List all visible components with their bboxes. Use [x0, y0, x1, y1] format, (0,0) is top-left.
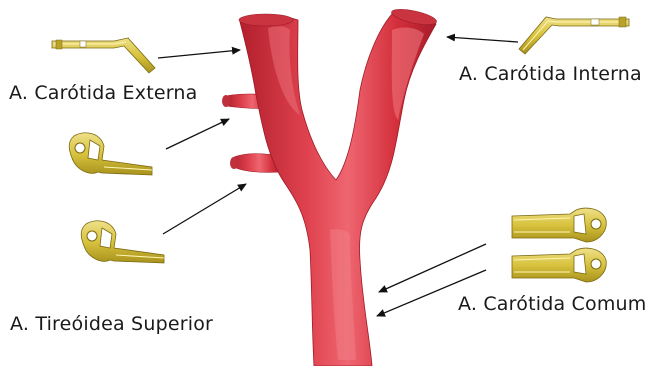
arrow-external — [158, 50, 240, 58]
ring-clip-icon — [512, 248, 606, 282]
arrow-thyroid-lower — [163, 184, 246, 234]
arrow-common-upper — [379, 244, 486, 292]
label-external-carotid: A. Carótida Externa — [9, 82, 198, 104]
carotid-artery — [222, 6, 438, 366]
label-superior-thyroid: A. Tireóidea Superior — [10, 313, 213, 335]
label-common-carotid: A. Carótida Comum — [458, 293, 647, 315]
label-internal-carotid: A. Carótida Interna — [459, 63, 642, 85]
ring-clip-icon — [81, 221, 164, 263]
ring-clip-icon — [69, 133, 152, 175]
arrow-thyroid-upper — [166, 119, 229, 149]
ring-clip-icon — [512, 208, 606, 242]
angled-clip-icon — [519, 17, 629, 54]
arrow-internal — [447, 37, 518, 42]
straight-clip-icon — [52, 38, 155, 73]
